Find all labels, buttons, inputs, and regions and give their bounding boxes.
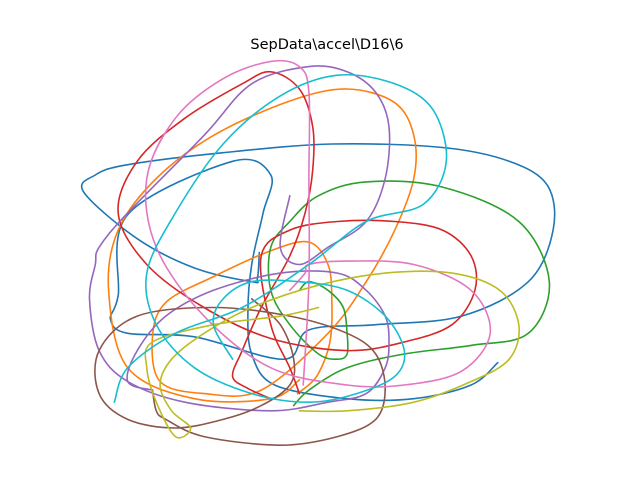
series-line-2 — [107, 88, 417, 403]
series-line-4 — [117, 70, 478, 400]
chart-title: SepData\accel\D16\6 — [250, 37, 403, 53]
series-group — [80, 59, 556, 446]
series-line-10 — [113, 73, 448, 403]
series-line-9 — [144, 270, 520, 439]
series-line-3 — [267, 180, 551, 407]
series-line-6 — [94, 298, 386, 446]
series-line-5 — [88, 65, 391, 412]
series-line-7 — [144, 59, 492, 388]
series-line-1 — [80, 142, 556, 402]
